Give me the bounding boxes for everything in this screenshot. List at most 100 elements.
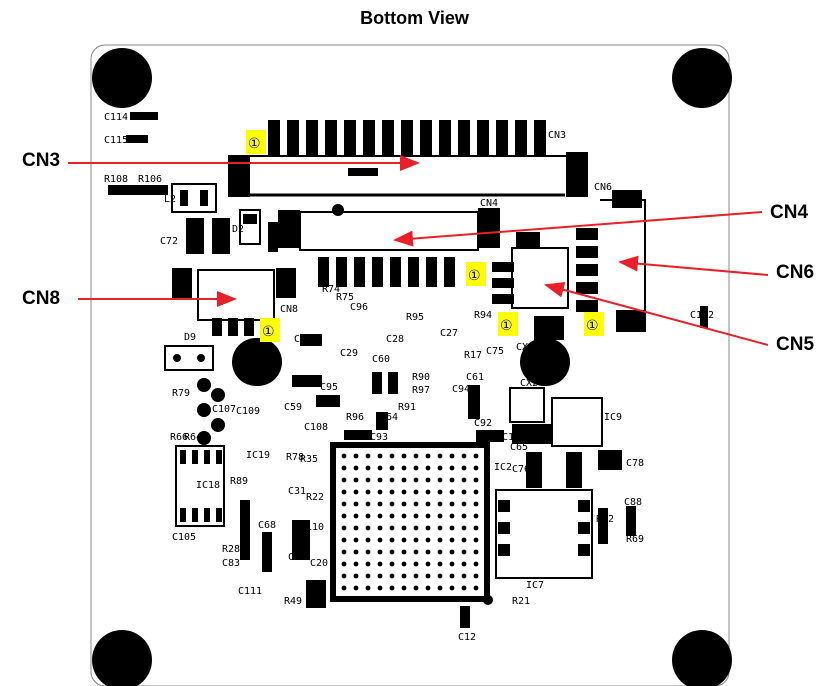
callout-cn3-label: CN3 — [22, 150, 61, 171]
silk-label: IC2 — [494, 462, 512, 473]
silk-label: C92 — [474, 418, 492, 429]
silk-label: C109 — [236, 406, 260, 417]
silk-label: C59 — [284, 402, 302, 413]
pin1-marker-cn3 — [246, 130, 266, 154]
silk-label: CN8 — [280, 304, 298, 315]
silk-label: C78 — [626, 458, 644, 469]
silk-label: C107 — [212, 404, 236, 415]
silk-label: R78 — [286, 452, 304, 463]
silk-label: C28 — [386, 334, 404, 345]
pin1-marker-cn4-text: ① — [468, 268, 481, 284]
silk-label: C95 — [320, 382, 338, 393]
pin1-marker-cn5 — [498, 312, 518, 336]
callout-arrow-cn5 — [544, 281, 769, 346]
silk-label: C20 — [310, 558, 328, 569]
silk-label: R97 — [412, 385, 430, 396]
cn4-connector — [278, 204, 500, 287]
silk-label: C115 — [104, 135, 128, 146]
silk-label: CN6 — [594, 182, 612, 193]
silk-label: C96 — [350, 302, 368, 313]
silk-label: C1 — [502, 432, 514, 443]
silk-label: R106 — [138, 174, 162, 185]
silk-label: IC9 — [604, 412, 622, 423]
callout-cn6-label: CN6 — [776, 262, 815, 283]
silk-label: C61 — [466, 372, 484, 383]
silk-label: C76 — [512, 464, 530, 475]
mounting-hole-bottom-right — [672, 630, 732, 686]
silk-label: R96 — [346, 412, 364, 423]
silk-label: C27 — [440, 328, 458, 339]
mounting-hole-top-right — [672, 48, 732, 108]
pin1-marker-cn4 — [466, 262, 486, 286]
silk-label: IC7 — [526, 580, 544, 591]
silk-label: CN3 — [548, 130, 566, 141]
silk-label: R21 — [512, 596, 530, 607]
silk-label: C94 — [452, 384, 470, 395]
mounting-hole-top-left — [92, 48, 152, 108]
silk-label: C105 — [172, 532, 196, 543]
silk-label: C75 — [486, 346, 504, 357]
silk-label: R66 — [170, 432, 188, 443]
cn5-connector — [492, 232, 569, 340]
callout-arrow-cn4 — [393, 211, 763, 247]
silk-label: R22 — [306, 492, 324, 503]
silk-label: C110 — [300, 522, 324, 533]
callout-cn4-label: CN4 — [770, 202, 809, 223]
silk-label: R74 — [322, 284, 340, 295]
silk-label: C12 — [458, 632, 476, 643]
cn3-connector — [228, 120, 588, 197]
pin1-marker-cn8 — [260, 318, 280, 342]
silk-label: CN5 — [518, 236, 536, 247]
silk-label: R28 — [222, 544, 240, 555]
silk-label: R90 — [412, 372, 430, 383]
pin1-marker-cn3-text: ① — [248, 136, 261, 152]
silk-label: C55 — [294, 334, 312, 345]
silk-label: C114 — [104, 112, 128, 123]
silkscreen-labels: C114 C115 CN3 R108 R106 L2 C72 D2 CN4 CN… — [104, 112, 714, 643]
silk-label: R108 — [104, 174, 128, 185]
bga-chip — [330, 442, 493, 605]
cn8-connector — [172, 268, 296, 336]
silk-label: C72 — [160, 236, 178, 247]
silk-label: R17 — [464, 350, 482, 361]
silk-label: CX2 — [520, 378, 538, 389]
silk-label: IC19 — [246, 450, 270, 461]
callout-cn8-label: CN8 — [22, 288, 61, 309]
silk-label: R95 — [406, 312, 424, 323]
silk-label: C82 — [288, 552, 306, 563]
silk-label: D9 — [184, 332, 196, 343]
silk-label: C93 — [370, 432, 388, 443]
silk-label: R64 — [184, 432, 202, 443]
pin1-marker-cn5-text: ① — [500, 318, 513, 334]
callout-cn5-label: CN5 — [776, 334, 815, 355]
silk-label: C60 — [372, 354, 390, 365]
silk-label: C88 — [624, 497, 642, 508]
silk-label: CN4 — [480, 198, 498, 209]
silk-label: C64 — [380, 412, 398, 423]
diagram-title: Bottom View — [360, 8, 469, 28]
board-outline — [90, 44, 730, 686]
silk-label: C111 — [238, 586, 262, 597]
silk-label: R79 — [172, 388, 190, 399]
component-footprints — [108, 112, 708, 628]
silk-label: C65 — [510, 442, 528, 453]
silk-label: R35 — [300, 454, 318, 465]
silk-label: R75 — [336, 292, 354, 303]
mounting-hole-bottom-left — [92, 630, 152, 686]
silk-label: L2 — [164, 194, 176, 205]
silk-label: C83 — [222, 558, 240, 569]
callout-arrow-cn6 — [618, 255, 769, 276]
silk-label: R91 — [398, 402, 416, 413]
pin1-marker-cn6 — [584, 312, 604, 336]
silk-label: D2 — [232, 224, 244, 235]
pin1-markers: ① ① ① ① ① — [246, 130, 604, 342]
silk-label: IC18 — [196, 480, 220, 491]
silk-label: C68 — [258, 520, 276, 531]
silk-label: C112 — [690, 310, 714, 321]
pin1-marker-cn6-text: ① — [586, 318, 599, 334]
silk-label: C29 — [340, 348, 358, 359]
silk-label: CX1 — [516, 342, 534, 353]
silk-label: C31 — [288, 486, 306, 497]
silk-label: C108 — [304, 422, 328, 433]
